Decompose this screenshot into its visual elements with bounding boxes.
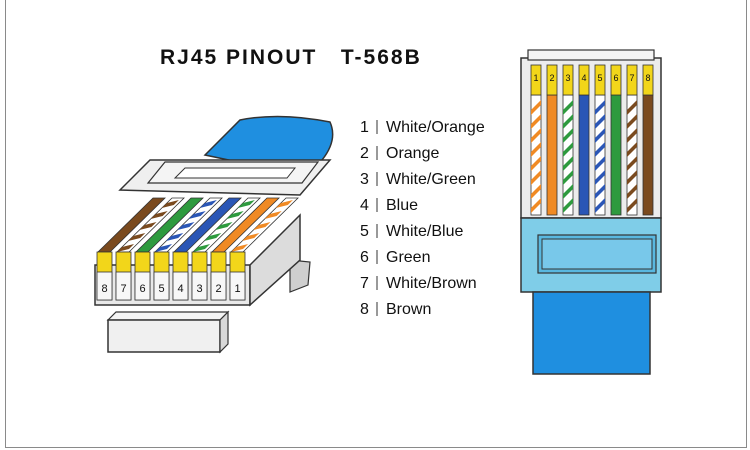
contact-label: 2	[215, 283, 221, 295]
wire-front-3	[562, 94, 574, 216]
legend-row: 8 Brown	[360, 300, 485, 326]
legend-wire-color: White/Blue	[386, 223, 464, 240]
legend-separator	[376, 198, 378, 212]
contact-front-4	[578, 64, 590, 96]
legend-wire-color: Green	[386, 249, 431, 266]
legend-row: 3 White/Green	[360, 170, 485, 196]
contact-front-2	[546, 64, 558, 96]
legend-pin-number: 2	[360, 145, 369, 162]
legend-separator	[376, 172, 378, 186]
legend-wire-color: Orange	[386, 145, 440, 162]
wire-front-4	[578, 94, 590, 216]
wire-front-7	[626, 94, 638, 216]
plug-latch	[289, 259, 311, 293]
contact-front-3	[562, 64, 574, 96]
plug-side-face	[249, 213, 301, 307]
contact-front-label: 1	[533, 73, 538, 83]
contact-front-label: 8	[645, 73, 650, 83]
contact-front-label: 7	[629, 73, 634, 83]
legend-wire-color: Brown	[386, 301, 432, 318]
legend-wire-color: White/Green	[386, 171, 476, 188]
legend-row: 5 White/Blue	[360, 222, 485, 248]
legend-separator	[376, 250, 378, 264]
contact-label: 6	[139, 283, 145, 295]
legend-wire-color: White/Orange	[386, 119, 485, 136]
diagram-frame	[5, 0, 747, 448]
plug-bottom-tab	[107, 319, 221, 353]
contact-front-label: 2	[549, 73, 554, 83]
contact-front-label: 5	[597, 73, 602, 83]
wire-front-1	[530, 94, 542, 216]
legend-separator	[376, 224, 378, 238]
legend-pin-number: 4	[360, 197, 369, 214]
legend-pin-number: 5	[360, 223, 369, 240]
wire-5	[154, 197, 223, 253]
cable-front	[532, 291, 651, 375]
diagram-title: RJ45 PINOUT T-568B	[160, 46, 422, 69]
wire-front-5	[594, 94, 606, 216]
wire-front-2	[546, 94, 558, 216]
contact-front-label: 6	[613, 73, 618, 83]
legend-wire-color: White/Brown	[386, 275, 477, 292]
contact-label: 1	[234, 283, 240, 295]
wire-front-6	[610, 94, 622, 216]
contact-label: 4	[177, 283, 183, 295]
contact-label: 8	[101, 283, 107, 295]
contact-front-5	[594, 64, 606, 96]
contact-front-label: 4	[581, 73, 586, 83]
plug-wires-front	[530, 94, 654, 216]
legend-separator	[376, 120, 378, 134]
legend-wire-color: Blue	[386, 197, 419, 214]
contact-front-6	[610, 64, 622, 96]
legend-separator	[376, 302, 378, 316]
wire-3	[192, 197, 261, 253]
legend-separator	[376, 276, 378, 290]
legend-row: 4 Blue	[360, 196, 485, 222]
legend-row: 1 White/Orange	[360, 118, 485, 144]
contact-front-8	[642, 64, 654, 96]
contact-front-1	[530, 64, 542, 96]
legend-pin-number: 8	[360, 301, 369, 318]
plug-contacts-front: 1 2 3 4 5 6 7 8	[530, 64, 654, 96]
legend-pin-number: 7	[360, 275, 369, 292]
wire-front-8	[642, 94, 654, 216]
legend-row: 6 Green	[360, 248, 485, 274]
legend-pin-number: 6	[360, 249, 369, 266]
legend-pin-number: 3	[360, 171, 369, 188]
plug-wires	[97, 197, 299, 253]
legend-pin-number: 1	[360, 119, 369, 136]
contact-label: 3	[196, 283, 202, 295]
contact-front-7	[626, 64, 638, 96]
contact-label: 5	[158, 283, 164, 295]
contact-label: 7	[120, 283, 126, 295]
legend-row: 7 White/Brown	[360, 274, 485, 300]
contact-front-label: 3	[565, 73, 570, 83]
plug-contacts: 8 7 6 5 4 3 2 1	[96, 251, 246, 301]
legend-row: 2 Orange	[360, 144, 485, 170]
legend-separator	[376, 146, 378, 160]
plug-housing	[520, 57, 662, 219]
